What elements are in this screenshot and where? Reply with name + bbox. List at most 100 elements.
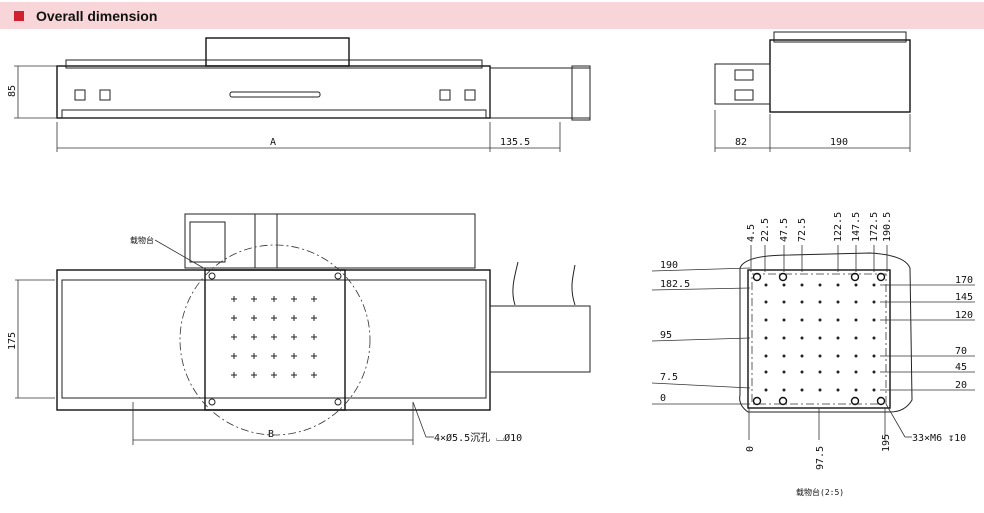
y-dim-right: 145 <box>955 292 973 303</box>
tapped-hole <box>800 388 804 392</box>
bottom-dim: 97.5 <box>815 446 826 470</box>
mount-hole <box>752 396 762 406</box>
tapped-hole <box>782 300 786 304</box>
tapped-hole <box>818 300 822 304</box>
hole-note: 4×Ø5.5沉孔 ⌴Ø10 <box>434 431 522 444</box>
tapped-hole <box>782 336 786 340</box>
mount-hole <box>208 272 216 280</box>
x-dim: 190.5 <box>882 212 893 242</box>
stage-hole <box>291 296 297 302</box>
tapped-hole <box>836 283 840 287</box>
thread-note: 33×M6 ↧10 <box>912 433 966 444</box>
stage-hole <box>231 334 237 340</box>
detail-caption: 载物台(2:5) <box>796 487 844 497</box>
mount-hole <box>334 272 342 280</box>
front-length-dim: A <box>270 137 276 148</box>
tapped-hole <box>818 388 822 392</box>
front-height-dim: 85 <box>7 85 18 97</box>
tapped-hole <box>800 370 804 374</box>
tapped-hole <box>836 336 840 340</box>
stage-hole <box>251 372 257 378</box>
front-view: 85 A 135.5 <box>7 37 591 152</box>
stage-hole <box>231 315 237 321</box>
tapped-hole <box>782 318 786 322</box>
tapped-hole <box>764 283 768 287</box>
x-dim: 172.5 <box>869 212 880 242</box>
stage-label: 载物台 <box>130 235 154 245</box>
tapped-hole <box>782 354 786 358</box>
stage-hole <box>311 334 317 340</box>
tapped-hole <box>818 354 822 358</box>
stage-hole <box>271 372 277 378</box>
tapped-hole <box>800 354 804 358</box>
x-dim: 47.5 <box>779 218 790 242</box>
section-marker-icon <box>14 11 24 21</box>
mount-hole <box>208 398 216 406</box>
stage-hole <box>231 372 237 378</box>
tapped-hole <box>782 370 786 374</box>
tapped-hole <box>854 300 858 304</box>
y-dim-right: 20 <box>955 380 967 391</box>
stage-hole <box>251 315 257 321</box>
tapped-hole <box>764 388 768 392</box>
mount-hole <box>876 396 886 406</box>
top-width-dim: 175 <box>7 332 18 350</box>
stage-hole <box>291 353 297 359</box>
mount-hole <box>850 272 860 282</box>
tapped-hole <box>764 336 768 340</box>
stage-hole <box>311 353 317 359</box>
tapped-hole <box>854 318 858 322</box>
tapped-hole <box>800 336 804 340</box>
mount-hole <box>778 272 788 282</box>
tapped-hole <box>854 354 858 358</box>
tapped-hole <box>764 370 768 374</box>
stage-hole <box>271 296 277 302</box>
tapped-hole <box>872 283 876 287</box>
stage-hole <box>291 334 297 340</box>
stage-hole <box>251 353 257 359</box>
tapped-hole <box>836 300 840 304</box>
tapped-hole <box>836 370 840 374</box>
stage-hole <box>231 296 237 302</box>
tapped-hole <box>836 354 840 358</box>
stage-hole <box>251 296 257 302</box>
tapped-hole <box>872 300 876 304</box>
end-width-right-dim: 190 <box>830 137 848 148</box>
tapped-hole <box>872 388 876 392</box>
tapped-hole <box>764 354 768 358</box>
stage-hole <box>311 372 317 378</box>
stage-detail-hole-grid <box>752 272 886 406</box>
y-dim-right: 45 <box>955 362 967 373</box>
tapped-hole <box>818 370 822 374</box>
tapped-hole <box>854 283 858 287</box>
tapped-hole <box>818 336 822 340</box>
x-dim: 147.5 <box>851 212 862 242</box>
stage-hole <box>271 334 277 340</box>
mount-hole <box>850 396 860 406</box>
tapped-hole <box>836 318 840 322</box>
x-dim: 122.5 <box>833 212 844 242</box>
tapped-hole <box>836 388 840 392</box>
tapped-hole <box>764 300 768 304</box>
x-dim: 4.5 <box>746 224 757 242</box>
mount-hole <box>876 272 886 282</box>
bottom-dim: 0 <box>745 446 756 452</box>
end-width-left-dim: 82 <box>735 137 747 148</box>
mount-hole <box>778 396 788 406</box>
section-title: Overall dimension <box>36 8 158 24</box>
stage-hole-grid <box>208 272 342 406</box>
bottom-dim: 195 <box>881 434 892 452</box>
stage-hole <box>251 334 257 340</box>
y-dim-left: 190 <box>660 260 678 271</box>
tapped-hole <box>818 318 822 322</box>
y-dim-left: 0 <box>660 393 666 404</box>
y-dim-right: 120 <box>955 310 973 321</box>
y-dim-left: 182.5 <box>660 279 690 290</box>
tapped-hole <box>854 336 858 340</box>
x-dim: 72.5 <box>797 218 808 242</box>
tapped-hole <box>800 283 804 287</box>
tapped-hole <box>818 283 822 287</box>
y-dim-left: 7.5 <box>660 372 678 383</box>
tapped-hole <box>782 388 786 392</box>
